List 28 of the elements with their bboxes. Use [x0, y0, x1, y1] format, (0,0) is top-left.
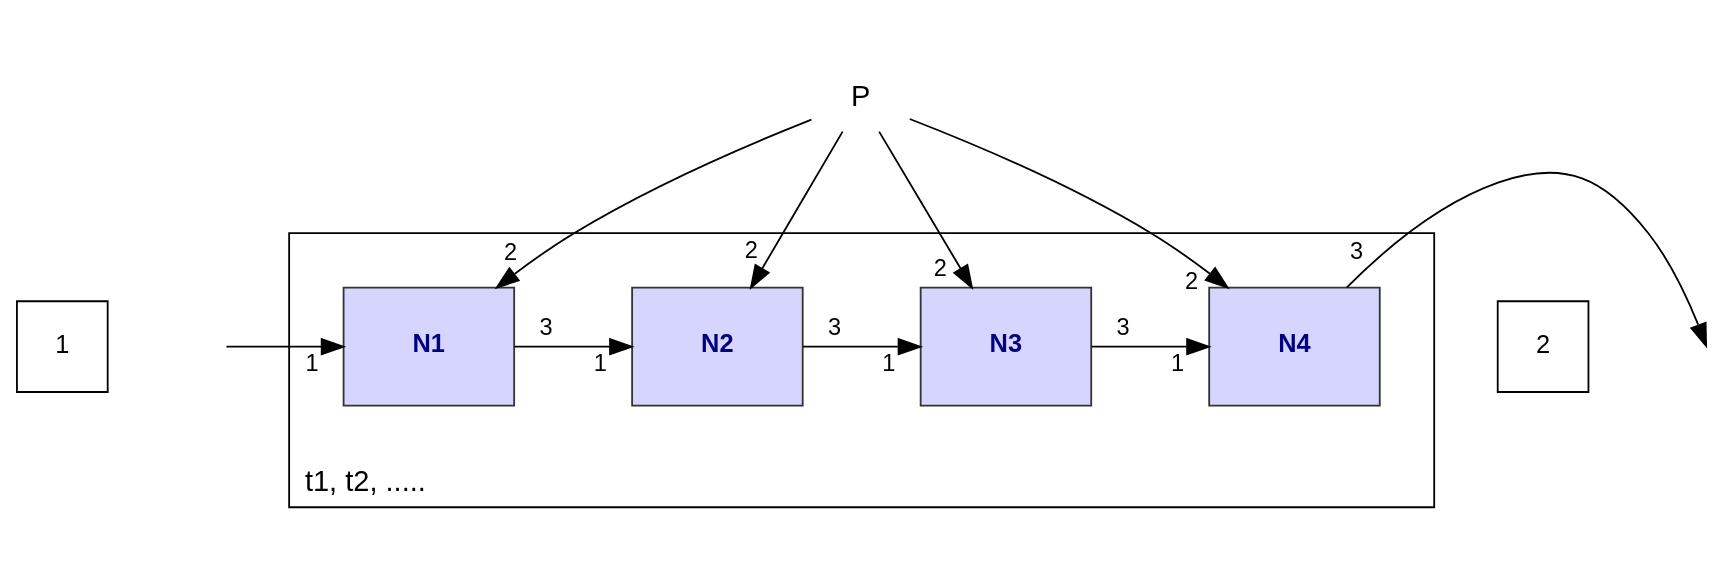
arrow [1090, 337, 1212, 356]
arrow [225, 337, 347, 356]
arrow [878, 130, 974, 290]
arrow [494, 118, 813, 289]
label: 1 [1170, 349, 1185, 376]
node-box: 1 [16, 299, 109, 393]
label: 1 [305, 349, 319, 376]
label: 2 [744, 236, 758, 263]
arrow [1345, 171, 1708, 348]
node-box: 2 [1496, 299, 1590, 393]
arrow [749, 130, 844, 290]
node-box: N2 [631, 286, 804, 406]
arrow [513, 337, 635, 356]
label: 1 [593, 349, 607, 376]
arrow [908, 117, 1230, 289]
node-text: P [851, 79, 871, 112]
label: 2 [1185, 267, 1199, 294]
label: 3 [539, 313, 553, 340]
label: 3 [1350, 237, 1364, 264]
label: 3 [827, 313, 842, 340]
node-box: N3 [919, 286, 1093, 406]
label: 2 [504, 238, 518, 265]
node-box: N1 [342, 286, 516, 406]
label: 3 [1116, 313, 1130, 340]
label: 1 [882, 349, 896, 376]
label: 2 [933, 254, 947, 281]
node-box: N4 [1208, 286, 1381, 406]
arrow [802, 337, 924, 356]
